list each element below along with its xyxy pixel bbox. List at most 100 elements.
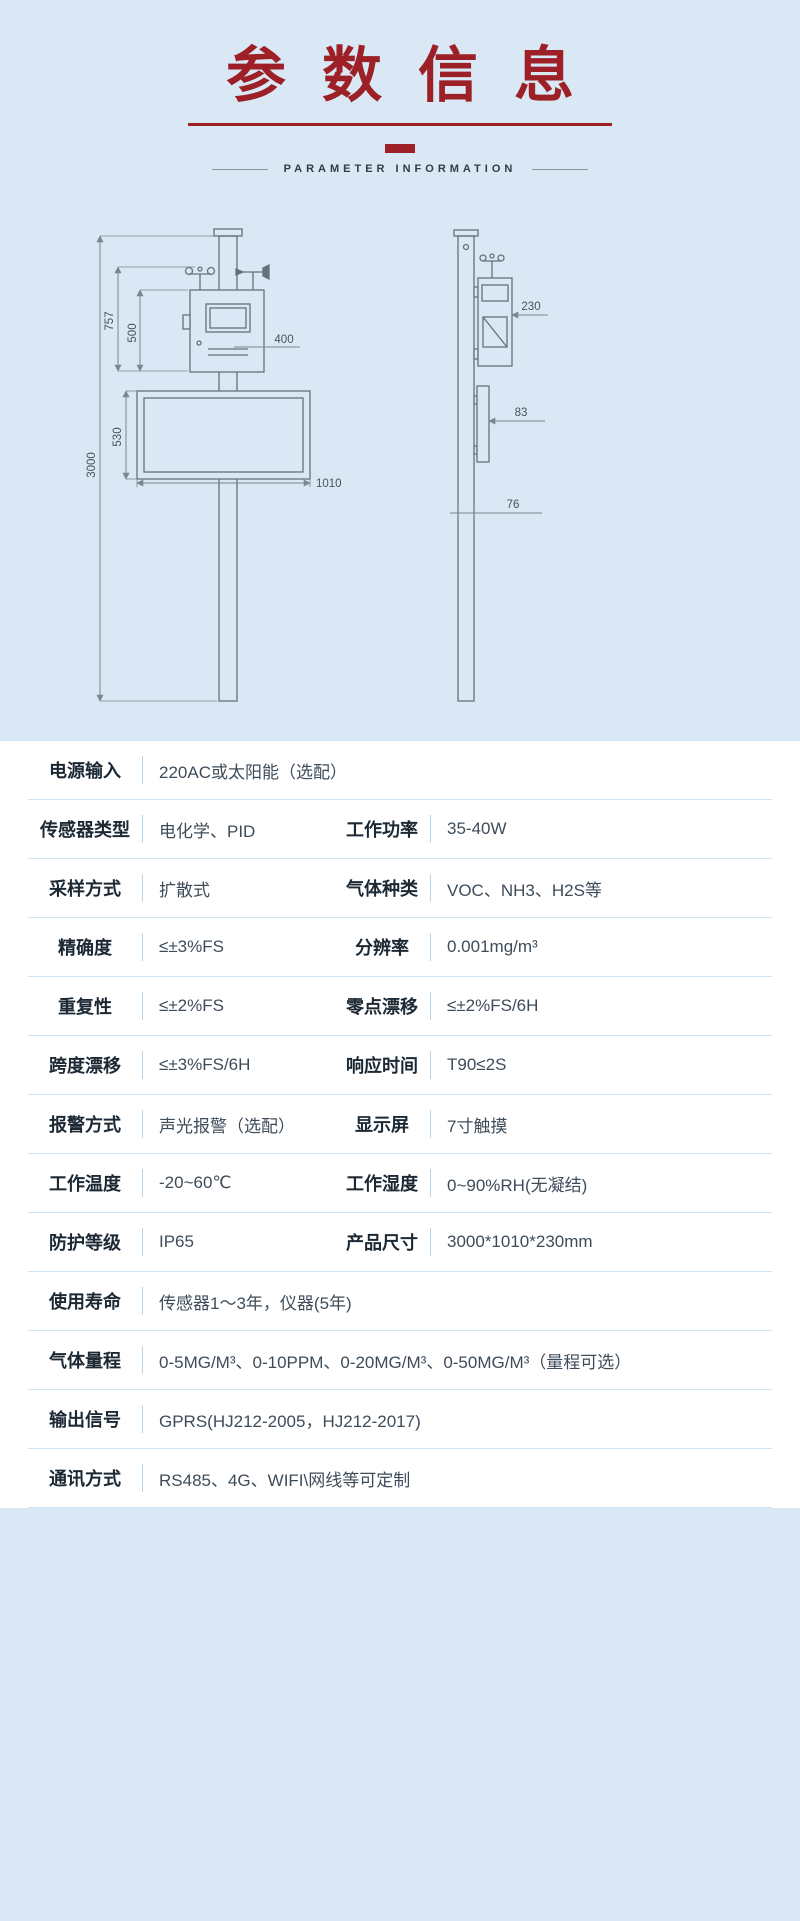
spec-row: 传感器类型 电化学、PID 工作功率 35-40W xyxy=(28,800,772,859)
front-dimension-labels: 3000 757 500 530 400 1010 xyxy=(86,311,342,490)
spec-divider xyxy=(142,1287,143,1315)
front-dimensions xyxy=(96,235,311,702)
subtitle-row: PARAMETER INFORMATION xyxy=(0,163,800,175)
product-parameter-page: 参数信息 PARAMETER INFORMATION xyxy=(0,42,800,1508)
pole-cap-side xyxy=(453,229,479,237)
technical-drawing: 3000 757 500 530 400 1010 xyxy=(0,221,800,726)
spec-divider xyxy=(142,1051,143,1079)
spec-row: 气体量程 0-5MG/M³、0-10PPM、0-20MG/M³、0-50MG/M… xyxy=(28,1331,772,1390)
display-board-side xyxy=(473,385,490,463)
spec-row: 电源输入 220AC或太阳能（选配） xyxy=(28,741,772,800)
spec-table: 电源输入 220AC或太阳能（选配） 传感器类型 电化学、PID 工作功率 35… xyxy=(0,740,800,1508)
spec-row: 报警方式 声光报警（选配） 显示屏 7寸触摸 xyxy=(28,1095,772,1154)
spec-value: RS485、4G、WIFI\网线等可定制 xyxy=(159,1470,411,1490)
spec-cell: 分辨率 0.001mg/m³ xyxy=(334,933,772,961)
spec-label: 防护等级 xyxy=(49,1233,121,1253)
dimension-drawing: 3000 757 500 530 400 1010 xyxy=(86,228,548,702)
spec-value: 声光报警（选配） xyxy=(159,1116,295,1136)
spec-row: 跨度漂移 ≤±3%FS/6H 响应时间 T90≤2S xyxy=(28,1036,772,1095)
spec-value: ≤±3%FS xyxy=(159,937,224,956)
dim-label-83: 83 xyxy=(515,407,528,419)
spec-label: 通讯方式 xyxy=(49,1469,121,1489)
spec-cell: 报警方式 声光报警（选配） xyxy=(28,1110,334,1138)
spec-label: 气体种类 xyxy=(346,879,418,899)
spec-divider xyxy=(142,1228,143,1256)
spec-cell: 产品尺寸 3000*1010*230mm xyxy=(334,1228,772,1256)
spec-value: VOC、NH3、H2S等 xyxy=(447,880,602,900)
spec-label: 工作功率 xyxy=(346,820,418,840)
spec-cell: 电源输入 220AC或太阳能（选配） xyxy=(28,756,772,784)
spec-cell: 气体种类 VOC、NH3、H2S等 xyxy=(334,874,772,902)
spec-label: 跨度漂移 xyxy=(49,1056,121,1076)
spec-divider xyxy=(430,1051,431,1079)
subtitle-left-line xyxy=(211,168,268,170)
subtitle-right-line xyxy=(532,168,589,170)
spec-label: 使用寿命 xyxy=(49,1292,121,1312)
anemometer-side-icon xyxy=(479,253,505,278)
spec-row: 采样方式 扩散式 气体种类 VOC、NH3、H2S等 xyxy=(28,859,772,918)
spec-divider xyxy=(142,1405,143,1433)
dim-label-757: 757 xyxy=(104,311,116,330)
spec-value: 220AC或太阳能（选配） xyxy=(159,762,347,782)
wind-vane-icon xyxy=(235,263,270,290)
spec-divider xyxy=(142,1464,143,1492)
side-dimension-labels: 230 83 76 xyxy=(507,301,541,511)
spec-divider xyxy=(142,1169,143,1197)
spec-value: 0-5MG/M³、0-10PPM、0-20MG/M³、0-50MG/M³（量程可… xyxy=(159,1352,632,1372)
dim-label-3000: 3000 xyxy=(86,452,98,478)
spec-divider xyxy=(430,874,431,902)
spec-label: 精确度 xyxy=(58,938,112,958)
spec-row: 通讯方式 RS485、4G、WIFI\网线等可定制 xyxy=(28,1449,772,1508)
spec-label: 响应时间 xyxy=(346,1056,418,1076)
spec-divider xyxy=(142,1346,143,1374)
spec-value: 7寸触摸 xyxy=(447,1116,508,1136)
spec-cell: 响应时间 T90≤2S xyxy=(334,1051,772,1079)
spec-value: GPRS(HJ212-2005，HJ212-2017) xyxy=(159,1411,421,1431)
spec-label: 工作湿度 xyxy=(346,1174,418,1194)
spec-cell: 防护等级 IP65 xyxy=(28,1228,334,1256)
page-title: 参数信息 xyxy=(226,42,610,109)
spec-cell: 工作温度 -20~60℃ xyxy=(28,1169,334,1197)
spec-cell: 输出信号 GPRS(HJ212-2005，HJ212-2017) xyxy=(28,1405,772,1433)
dim-label-530: 530 xyxy=(112,427,124,446)
spec-value: 35-40W xyxy=(447,819,507,838)
spec-value: -20~60℃ xyxy=(159,1173,232,1192)
spec-label: 重复性 xyxy=(58,997,112,1017)
spec-divider xyxy=(142,992,143,1020)
spec-row: 精确度 ≤±3%FS 分辨率 0.001mg/m³ xyxy=(28,918,772,977)
spec-value: 传感器1～3年，仪器(5年) xyxy=(159,1293,352,1313)
spec-value: IP65 xyxy=(159,1232,194,1251)
spec-label: 气体量程 xyxy=(49,1351,121,1371)
spec-cell: 重复性 ≤±2%FS xyxy=(28,992,334,1020)
spec-value: 电化学、PID xyxy=(159,821,256,841)
spec-cell: 工作功率 35-40W xyxy=(334,815,772,843)
spec-value: 扩散式 xyxy=(159,880,210,900)
spec-divider xyxy=(430,992,431,1020)
spec-cell: 精确度 ≤±3%FS xyxy=(28,933,334,961)
spec-row: 防护等级 IP65 产品尺寸 3000*1010*230mm xyxy=(28,1213,772,1272)
spec-label: 显示屏 xyxy=(355,1115,409,1135)
spec-value: ≤±2%FS/6H xyxy=(447,996,539,1015)
spec-cell: 传感器类型 电化学、PID xyxy=(28,815,334,843)
side-dimensions xyxy=(450,311,548,520)
spec-divider xyxy=(430,1228,431,1256)
title-accent-block xyxy=(385,144,415,153)
spec-divider xyxy=(430,1169,431,1197)
spec-value: ≤±3%FS/6H xyxy=(159,1055,251,1074)
side-view xyxy=(453,229,513,702)
spec-rows: 电源输入 220AC或太阳能（选配） 传感器类型 电化学、PID 工作功率 35… xyxy=(28,741,772,1508)
spec-row: 重复性 ≤±2%FS 零点漂移 ≤±2%FS/6H xyxy=(28,977,772,1036)
dim-label-500: 500 xyxy=(127,323,139,342)
spec-divider xyxy=(430,933,431,961)
title-underline xyxy=(188,123,612,126)
spec-divider xyxy=(430,815,431,843)
dim-label-76: 76 xyxy=(507,499,520,511)
pole-cap-front xyxy=(213,228,243,237)
dim-label-230: 230 xyxy=(521,301,540,313)
spec-divider xyxy=(142,933,143,961)
spec-divider xyxy=(142,874,143,902)
spec-cell: 显示屏 7寸触摸 xyxy=(334,1110,772,1138)
spec-label: 电源输入 xyxy=(49,761,121,781)
spec-cell: 跨度漂移 ≤±3%FS/6H xyxy=(28,1051,334,1079)
spec-value: T90≤2S xyxy=(447,1055,507,1074)
